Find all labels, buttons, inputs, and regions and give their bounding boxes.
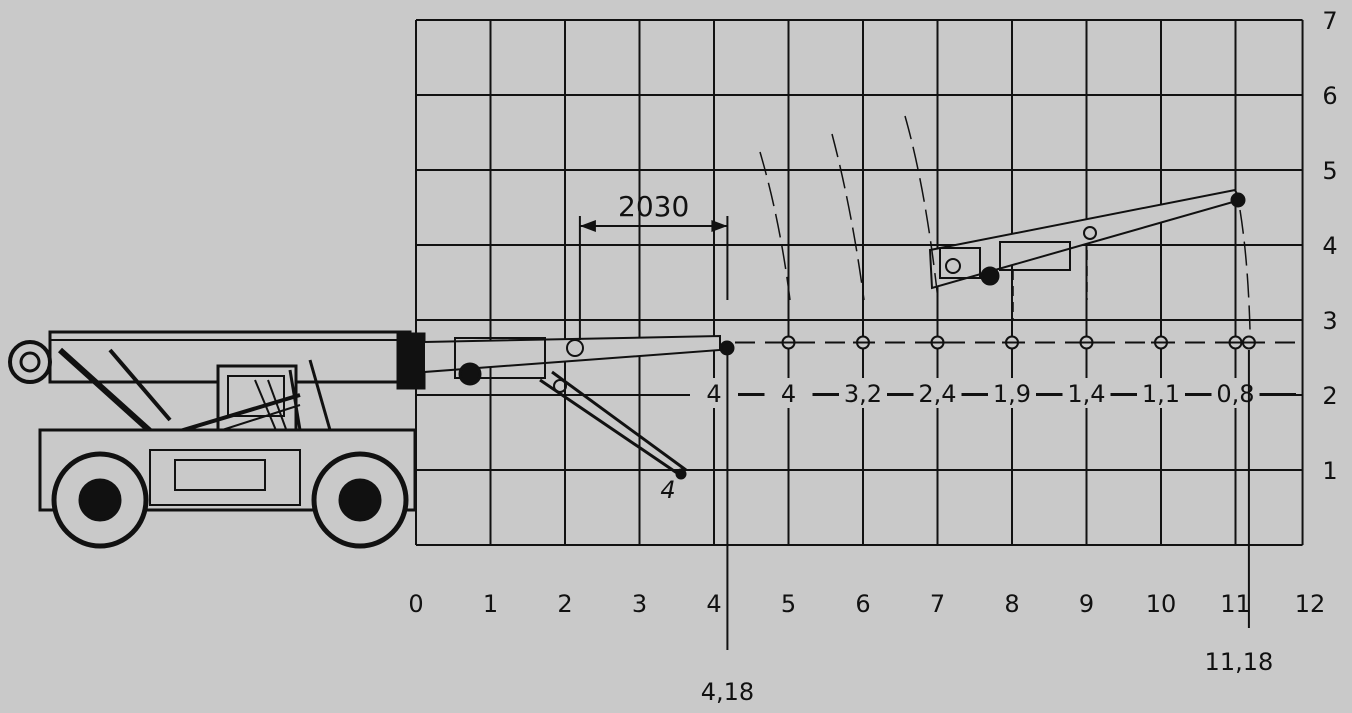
x-axis-tick-label: 6: [855, 590, 870, 618]
dimension-indicator: [578, 216, 729, 340]
x-axis-tick-label: 11: [1220, 590, 1251, 618]
capacity-label-bg: [839, 378, 887, 408]
radius-marker-left-label: 4,18: [701, 678, 754, 706]
capacity-label: 4: [706, 380, 721, 408]
capacity-label-bg: [1211, 378, 1260, 408]
x-axis-tick-label: 8: [1004, 590, 1019, 618]
x-axis-tick-label: 2: [557, 590, 572, 618]
x-axis-tick-label: 3: [632, 590, 647, 618]
dimension-label: 2030: [618, 190, 689, 223]
capacity-label: 1,1: [1142, 380, 1180, 408]
y-axis-tick-label: 2: [1322, 382, 1337, 410]
dimension-arrow-right: [711, 220, 728, 232]
dimension-arrow-left: [579, 220, 596, 232]
x-axis-tick-label: 4: [706, 590, 721, 618]
y-axis-tick-label: 1: [1322, 457, 1337, 485]
y-axis-tick-label: 3: [1322, 307, 1337, 335]
crane-carrier-illustration: [8, 115, 1251, 549]
y-axis-tick-label: 6: [1322, 82, 1337, 110]
grid: [415, 19, 1304, 546]
capacity-label: 2,4: [918, 380, 956, 408]
x-axis-tick-label: 12: [1295, 590, 1326, 618]
x-axis-tick-label: 10: [1146, 590, 1177, 618]
capacity-label-bg: [1062, 378, 1111, 408]
x-axis-tick-label: 0: [408, 590, 423, 618]
capacity-label-bg: [690, 378, 738, 408]
load-points: [778, 335, 1259, 350]
y-axis-tick-label: 4: [1322, 232, 1337, 260]
y-axis-tick-label: 5: [1322, 157, 1337, 185]
x-axis-tick-label: 9: [1079, 590, 1094, 618]
capacity-label: 4: [781, 380, 796, 408]
x-axis-tick-label: 7: [930, 590, 945, 618]
x-axis-tick-label: 1: [483, 590, 498, 618]
capacity-label-bg: [764, 378, 813, 408]
capacity-label-bg: [1137, 378, 1185, 408]
capacity-label: 1,9: [993, 380, 1031, 408]
capacity-label: 3,2: [844, 380, 882, 408]
y-axis-tick-label: 7: [1322, 7, 1337, 35]
jib-stowed-capacity-label: 4: [660, 476, 675, 504]
capacity-label-bg: [988, 378, 1036, 408]
y-axis-labels: 1 2 3 4 5 6 7: [1322, 7, 1337, 485]
capacity-label: 1,4: [1067, 380, 1105, 408]
x-axis-tick-label: 5: [781, 590, 796, 618]
radius-marker-right-label: 11,18: [1205, 648, 1274, 676]
capacity-label-bg: [913, 378, 962, 408]
